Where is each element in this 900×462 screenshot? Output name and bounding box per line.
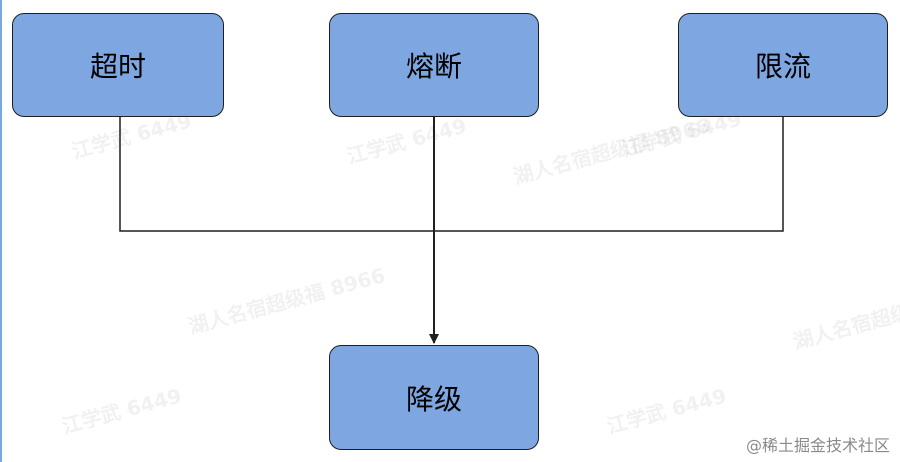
- edge-limit-to-junction: [434, 117, 784, 232]
- node-circuit-breaker-label: 熔断: [405, 50, 462, 83]
- site-watermark: @稀土掘金技术社区: [745, 436, 890, 455]
- node-degrade: 降级: [329, 345, 539, 450]
- page-left-border: [0, 0, 2, 462]
- node-timeout-label: 超时: [89, 50, 146, 83]
- node-rate-limit: 限流: [678, 13, 888, 117]
- node-degrade-label: 降级: [405, 382, 462, 416]
- node-rate-limit-label: 限流: [754, 50, 811, 83]
- node-circuit-breaker: 熔断: [329, 13, 539, 117]
- edge-timeout-to-junction: [119, 117, 434, 232]
- node-timeout: 超时: [12, 13, 224, 117]
